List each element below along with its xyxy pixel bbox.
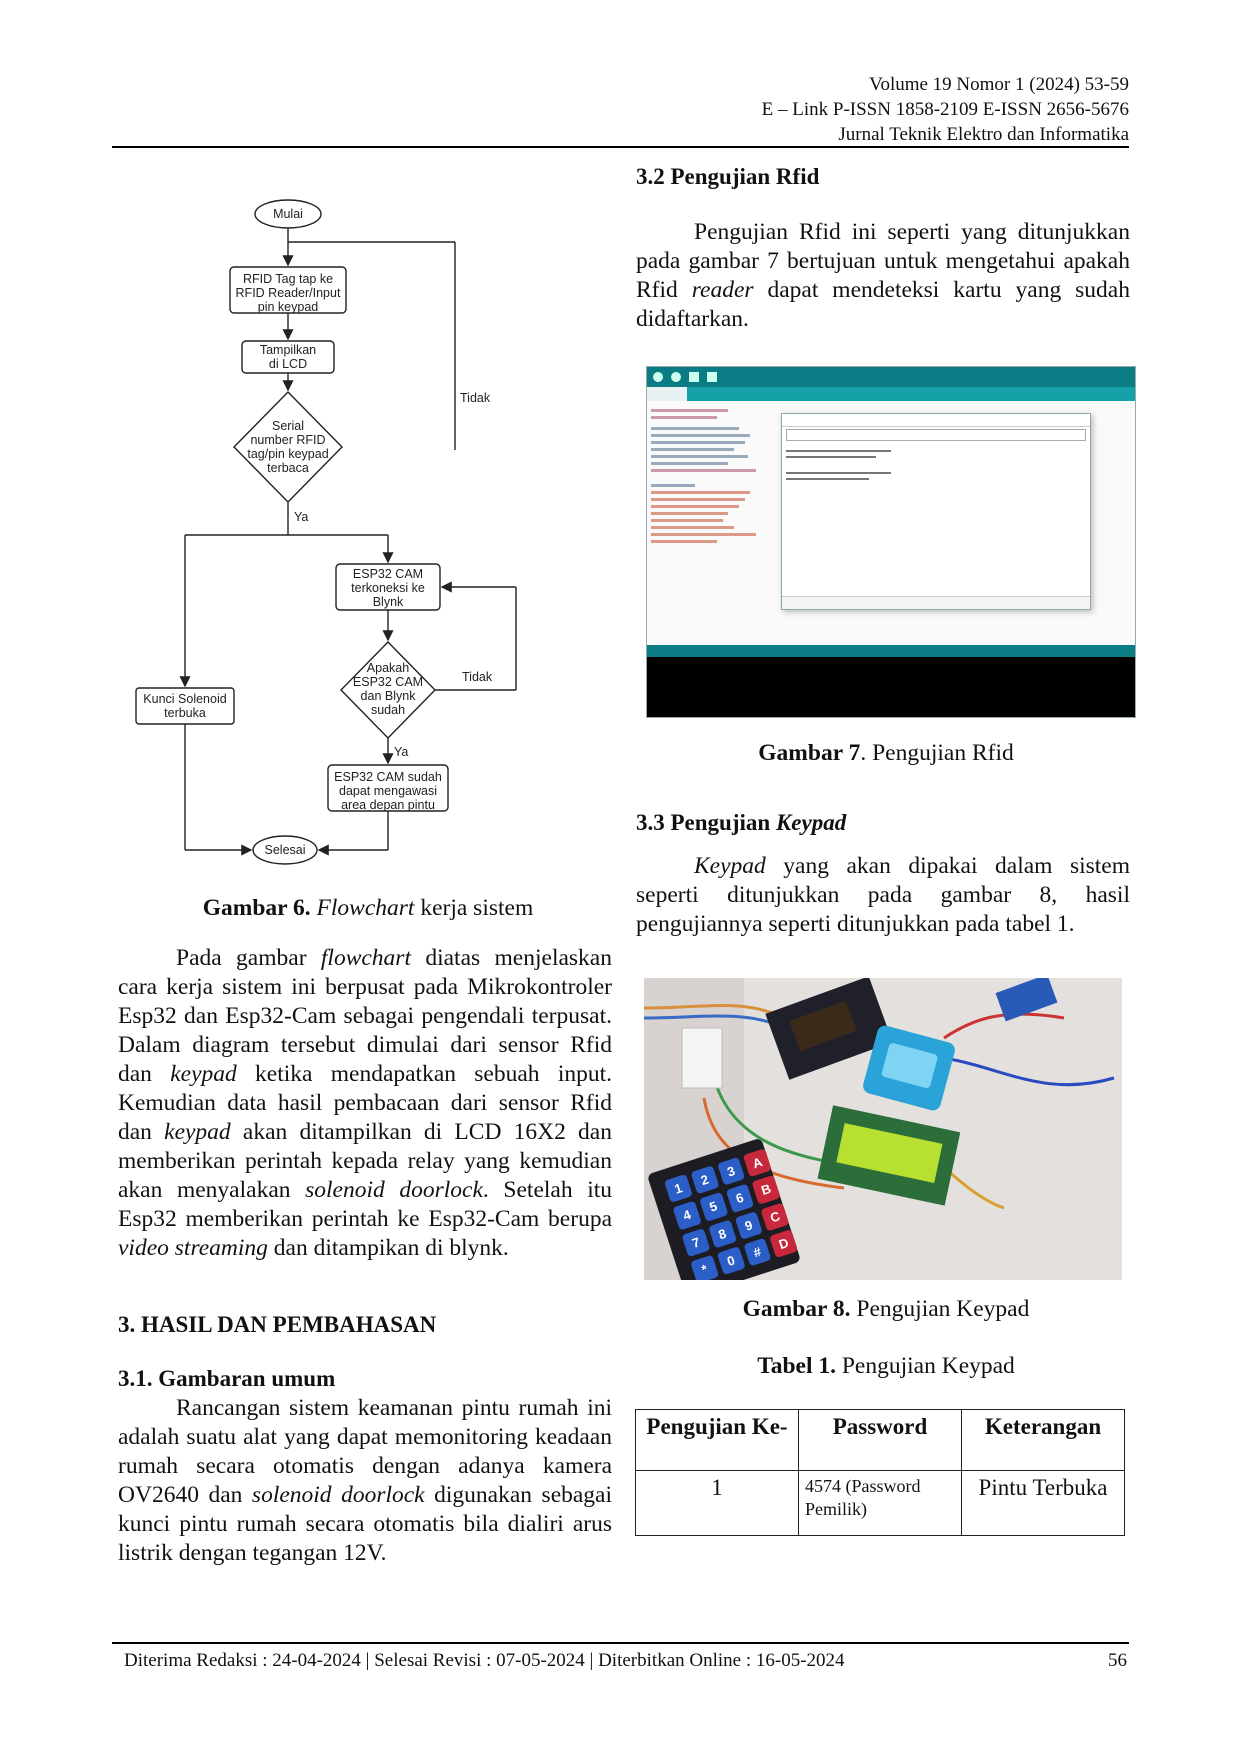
header-rule [112,146,1129,148]
flowchart-step4-line1: ESP32 CAM sudah [334,770,442,784]
serial-monitor-window [781,413,1091,610]
keypad-key: 4 [672,1200,702,1231]
section-3-heading: 3. HASIL DAN PEMBAHASAN [118,1312,437,1337]
right-paragraph-keypad: Keypad yang akan dipakai dalam sistem se… [636,853,1130,937]
flowchart-step1-line2: RFID Reader/Input [236,286,341,300]
figure7-arduino-screenshot [646,366,1136,718]
ide-console-bar [647,645,1135,657]
section-3-2-heading: 3.2 Pengujian Rfid [636,164,820,189]
ide-console [647,657,1135,717]
flowchart-leftbox-line2: terbuka [164,706,206,720]
keypad-key: 3 [716,1156,746,1186]
figure8-caption: Gambar 8. Pengujian Keypad [742,1296,1030,1322]
section-3-3-heading: 3.3 Pengujian Keypad [636,810,847,835]
flowchart-end-label: Selesai [265,843,306,857]
table-header-row: Pengujian Ke- Password Keterangan [635,1409,1125,1471]
flowchart-leftbox-line1: Kunci Solenoid [143,692,226,706]
footer-rule [112,1642,1129,1644]
table-cell: Pintu Terbuka [961,1470,1125,1536]
keypad-key: B [751,1175,781,1205]
keypad-key: # [742,1237,772,1267]
table-keypad-test: Pengujian Ke- Password Keterangan 1 4574… [635,1409,1125,1536]
figure6-caption: Gambar 6. Flowchart kerja sistem [202,895,534,921]
flowchart-decision2-line3: dan Blynk [361,689,417,703]
table1-caption: Tabel 1. Pengujian Keypad [757,1353,1015,1379]
page-number: 56 [1108,1650,1127,1671]
flowchart-decision1-line4: terbaca [267,461,309,475]
figure7-caption: Gambar 7. Pengujian Rfid [758,740,1014,766]
keypad-key: 6 [725,1183,755,1213]
header-journal: Jurnal Teknik Elektro dan Informatika [838,124,1129,145]
flowchart-step3-line2: terkoneksi ke [351,581,425,595]
header-volume: Volume 19 Nomor 1 (2024) 53-59 [869,74,1129,95]
flowchart-decision1-line1: Serial [272,419,304,433]
keypad-key: * [690,1254,719,1280]
keypad-key: 7 [681,1227,711,1257]
flowchart-step3-line3: Blynk [373,595,404,609]
left-paragraph-flowchart: Pada gambar flowchart diatas menjelaskan… [118,945,613,1261]
left-paragraph-overview: Rancangan sistem keamanan pintu rumah in… [118,1395,613,1566]
table-cell: 1 [635,1470,799,1536]
flowchart-diagram: Mulai RFID Tag tap ke RFID Reader/Input … [135,199,517,865]
ide-tabbar [647,387,1135,401]
ide-toolbar [647,367,1135,387]
table-header-cell: Keterangan [961,1409,1125,1471]
keypad-key: 5 [699,1192,728,1222]
section-3-1-heading: 3.1. Gambaran umum [118,1366,336,1391]
keypad-key: A [743,1148,772,1178]
flowchart-step4-line2: dapat mengawasi [339,784,437,798]
keypad-key: 0 [716,1246,746,1276]
keypad-key: 1 [663,1173,693,1204]
flowchart-decision1-line2: number RFID [250,433,325,447]
flowchart-decision2-line1: Apakah [367,661,409,675]
table-row: 1 4574 (Password Pemilik) Pintu Terbuka [635,1470,1125,1536]
flowchart-yes2-label: Ya [394,745,408,759]
flowchart-step1-line1: RFID Tag tap ke [243,272,333,286]
keypad-key: 8 [707,1219,737,1249]
keypad-key: D [769,1228,799,1259]
table-header-cell: Pengujian Ke- [635,1409,799,1471]
table-header-cell: Password [798,1409,962,1471]
flowchart-step1-line3: pin keypad [258,300,319,314]
flowchart-step2-line1: Tampilkan [260,343,316,357]
flowchart-start-label: Mulai [273,207,303,221]
flowchart-no1-label: Tidak [460,391,491,405]
flowchart-decision2-line4: sudah [371,703,405,717]
footer-dates: Diterima Redaksi : 24-04-2024 | Selesai … [124,1650,845,1671]
table-cell: 4574 (Password Pemilik) [798,1470,962,1536]
flowchart-yes1-label: Ya [294,510,308,524]
header-issn: E – Link P-ISSN 1858-2109 E-ISSN 2656-56… [761,99,1129,120]
right-paragraph-rfid: Pengujian Rfid ini seperti yang ditunjuk… [636,219,1130,332]
flowchart-no2-label: Tidak [462,670,493,684]
keypad-key: 2 [690,1165,720,1195]
flowchart-step4-line3: area depan pintu [341,798,435,812]
keypad-key: C [760,1201,790,1232]
flowchart-decision1-line3: tag/pin keypad [247,447,328,461]
journal-header: Volume 19 Nomor 1 (2024) 53-59 E – Link … [762,72,1129,147]
flowchart-step3-line1: ESP32 CAM [353,567,423,581]
flowchart-decision2-line2: ESP32 CAM [353,675,423,689]
flowchart-step2-line2: di LCD [269,357,307,371]
keypad-key: 9 [734,1210,763,1240]
ide-code-editor [647,401,1135,645]
